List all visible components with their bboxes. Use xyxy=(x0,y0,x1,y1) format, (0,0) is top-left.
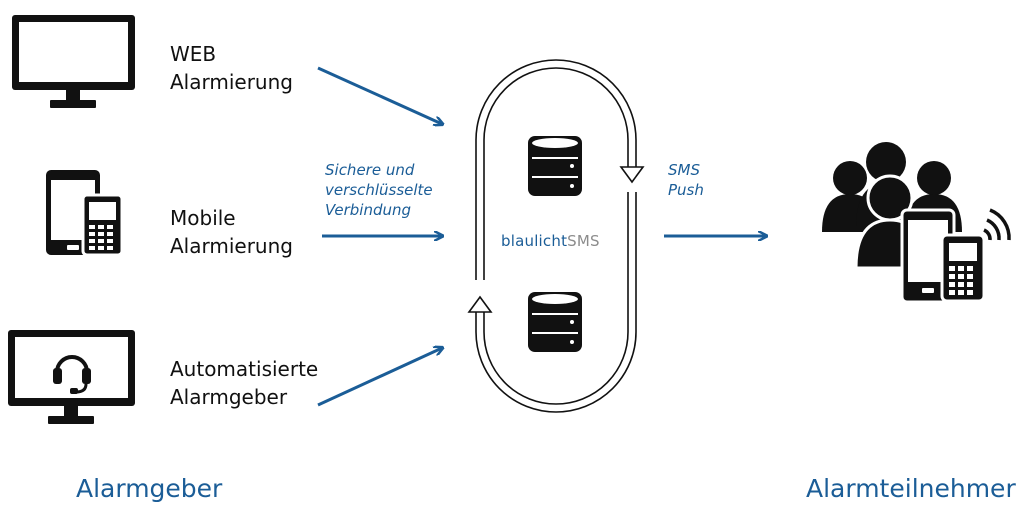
source-auto-line2: Alarmgeber xyxy=(170,385,288,409)
output-note-line2: Push xyxy=(668,181,704,199)
connection-note-line1: Sichere und xyxy=(325,161,415,179)
source-web-line2: Alarmierung xyxy=(170,70,293,94)
source-web-line1: WEB xyxy=(170,42,217,66)
source-auto-label: Automatisierte Alarmgeber xyxy=(170,355,318,411)
footer-right-label: Alarmteilnehmer xyxy=(806,474,1016,503)
mobile-devices-icon xyxy=(46,170,124,257)
circulation-loop xyxy=(467,59,645,413)
source-auto-line1: Automatisierte xyxy=(170,357,319,381)
connection-note: Sichere und verschlüsselte Verbindung xyxy=(325,160,433,220)
database-icon-top xyxy=(528,136,582,196)
database-icon-bottom xyxy=(528,292,582,352)
source-web-label: WEB Alarmierung xyxy=(170,40,293,96)
output-note-line1: SMS xyxy=(668,161,700,179)
monitor-icon xyxy=(12,15,135,108)
brand-part2: SMS xyxy=(567,232,600,250)
source-mobile-line1: Mobile xyxy=(170,206,236,230)
brand-logo-text: blaulichtSMS xyxy=(501,232,600,250)
connection-note-line2: verschlüsselte xyxy=(325,181,433,199)
source-mobile-line2: Alarmierung xyxy=(170,234,293,258)
output-note: SMS Push xyxy=(668,160,704,200)
brand-part1: blaulicht xyxy=(501,232,568,250)
monitor-headset-icon xyxy=(8,330,135,424)
arrow-web xyxy=(317,66,442,124)
footer-left-label: Alarmgeber xyxy=(76,474,223,503)
arrow-auto xyxy=(317,348,442,407)
source-mobile-label: Mobile Alarmierung xyxy=(170,204,293,260)
connection-note-line3: Verbindung xyxy=(325,201,412,219)
recipients-group-icon xyxy=(822,142,1011,304)
